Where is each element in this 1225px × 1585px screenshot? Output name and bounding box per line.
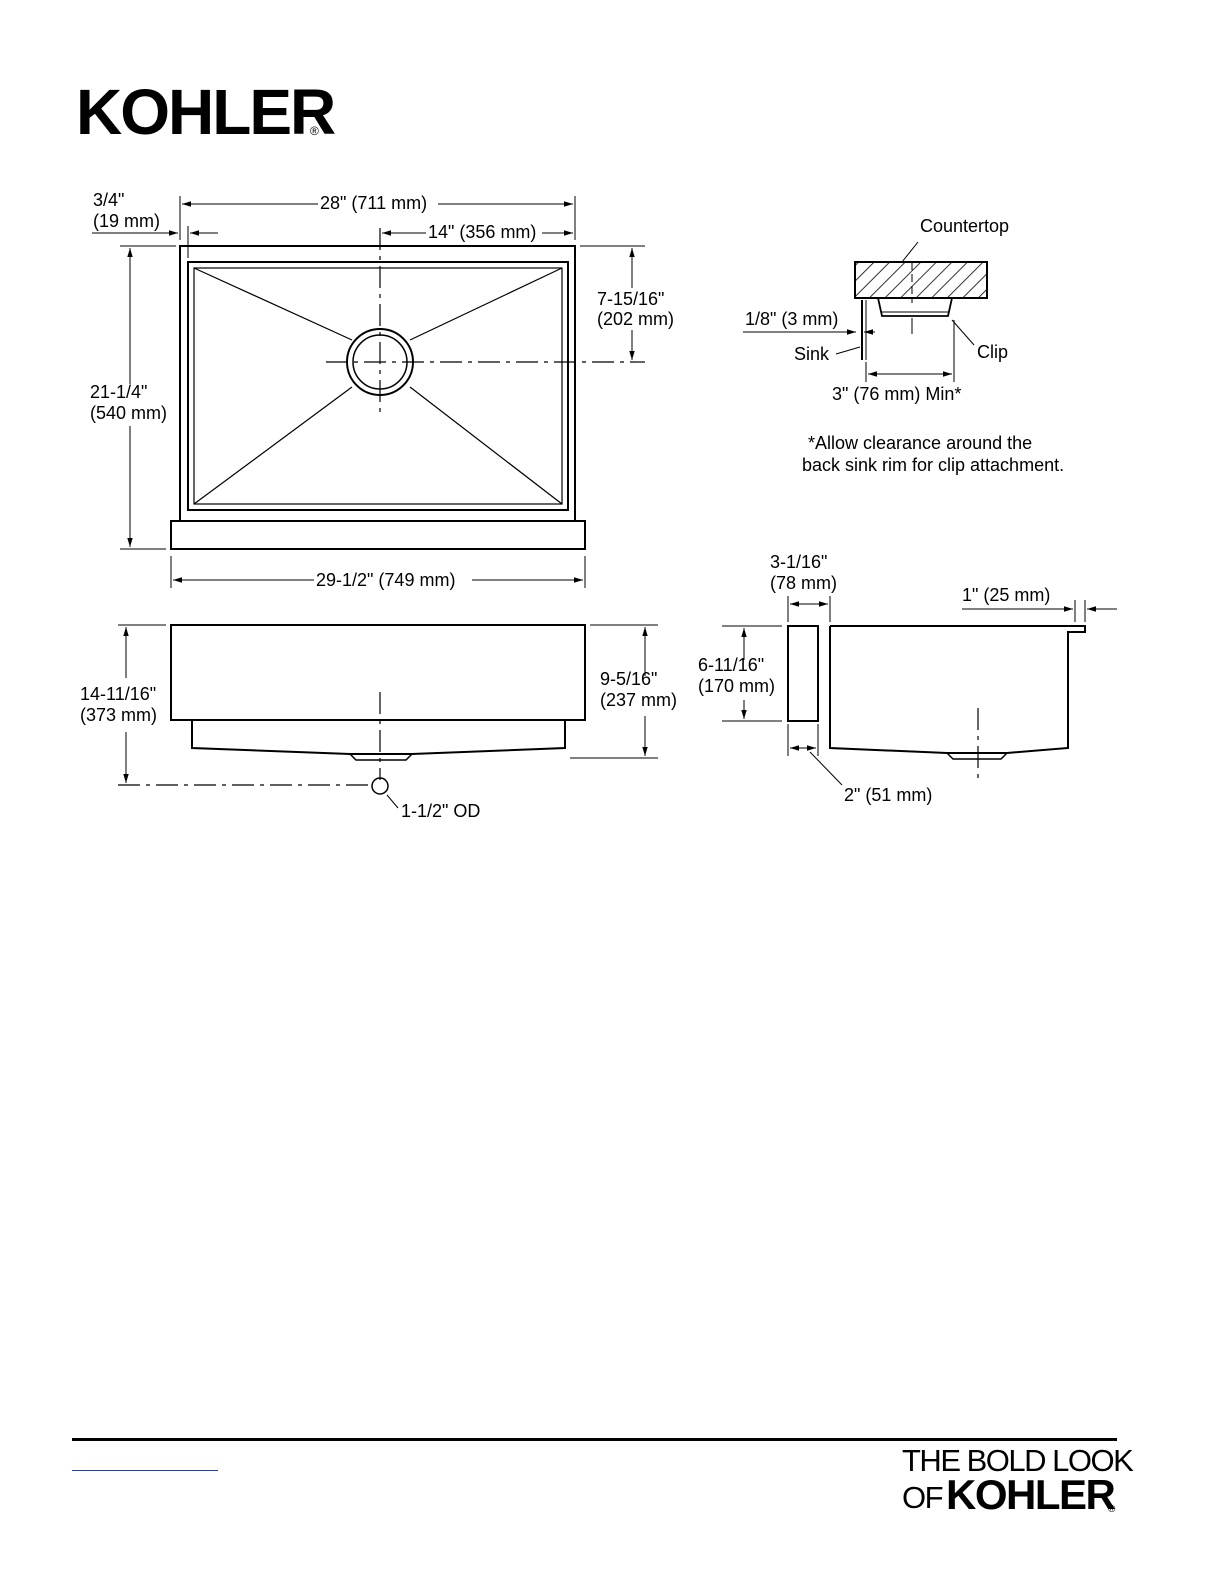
sink-label: Sink bbox=[794, 344, 830, 364]
svg-text:THE BOLD LOOK: THE BOLD LOOK bbox=[902, 1443, 1134, 1478]
depth-mm-label: (540 mm) bbox=[90, 403, 167, 423]
side-view-labels: 3-1/16" (78 mm) 1" (25 mm) 6-11/16" (170… bbox=[698, 552, 1050, 805]
overall-width-label: 28" (711 mm) bbox=[320, 193, 427, 213]
min-clearance-label: 3" (76 mm) Min* bbox=[832, 384, 961, 404]
edge-width-mm-label: (19 mm) bbox=[93, 211, 160, 231]
svg-text:OF: OF bbox=[902, 1480, 943, 1515]
front-view bbox=[118, 624, 658, 809]
overall-height-mm-label: (373 mm) bbox=[80, 705, 157, 725]
gap-label: 1/8" (3 mm) bbox=[745, 309, 838, 329]
svg-text:®: ® bbox=[1108, 1504, 1116, 1515]
apron-thickness-label: 3-1/16" bbox=[770, 552, 827, 572]
apron-width-label: 29-1/2" (749 mm) bbox=[316, 570, 455, 590]
countertop-section bbox=[854, 261, 988, 299]
apron-section bbox=[787, 625, 819, 722]
apron-thickness-mm-label: (78 mm) bbox=[770, 573, 837, 593]
apron-offset-label: 2" (51 mm) bbox=[844, 785, 932, 805]
bowl-depth-label: 9-5/16" bbox=[600, 669, 657, 689]
depth-label: 21-1/4" bbox=[90, 382, 147, 402]
drain-symbol bbox=[371, 777, 389, 795]
drain-size-label: 1-1/2" OD bbox=[401, 801, 480, 821]
apron-height-label: 6-11/16" bbox=[698, 655, 764, 675]
svg-text:KOHLER: KOHLER bbox=[946, 1471, 1116, 1518]
note-line-2: back sink rim for clip attachment. bbox=[802, 455, 1064, 475]
bowl-depth-mm-label: (237 mm) bbox=[600, 690, 677, 710]
top-view-labels: 3/4" (19 mm) 28" (711 mm) 14" (356 mm) 7… bbox=[90, 190, 674, 590]
drain-offset-x-label: 14" (356 mm) bbox=[428, 222, 536, 242]
kohler-logo: KOHLER ® bbox=[76, 76, 337, 148]
apron-height-mm-label: (170 mm) bbox=[698, 676, 775, 696]
bold-look-logo: THE BOLD LOOK OF KOHLER ® bbox=[902, 1443, 1136, 1518]
clip-label: Clip bbox=[977, 342, 1008, 362]
clip-detail-labels: Countertop 1/8" (3 mm) Sink Clip 3" (76 … bbox=[745, 216, 1064, 475]
countertop-label: Countertop bbox=[920, 216, 1009, 236]
svg-text:®: ® bbox=[310, 124, 319, 138]
rim-flange-label: 1" (25 mm) bbox=[962, 585, 1050, 605]
drain-offset-y-mm-label: (202 mm) bbox=[597, 309, 674, 329]
svg-text:KOHLER: KOHLER bbox=[76, 76, 335, 148]
footer-rule bbox=[72, 1438, 1117, 1441]
front-view-labels: 14-11/16" (373 mm) 9-5/16" (237 mm) 1-1/… bbox=[80, 669, 677, 821]
clip-detail bbox=[743, 241, 988, 382]
overall-height-label: 14-11/16" bbox=[80, 684, 156, 704]
note-line-1: *Allow clearance around the bbox=[808, 433, 1032, 453]
top-view bbox=[92, 196, 645, 588]
edge-width-label: 3/4" bbox=[93, 190, 124, 210]
side-view bbox=[722, 596, 1117, 786]
drain-offset-y-label: 7-15/16" bbox=[597, 289, 664, 309]
footer-link[interactable] bbox=[72, 1470, 218, 1471]
